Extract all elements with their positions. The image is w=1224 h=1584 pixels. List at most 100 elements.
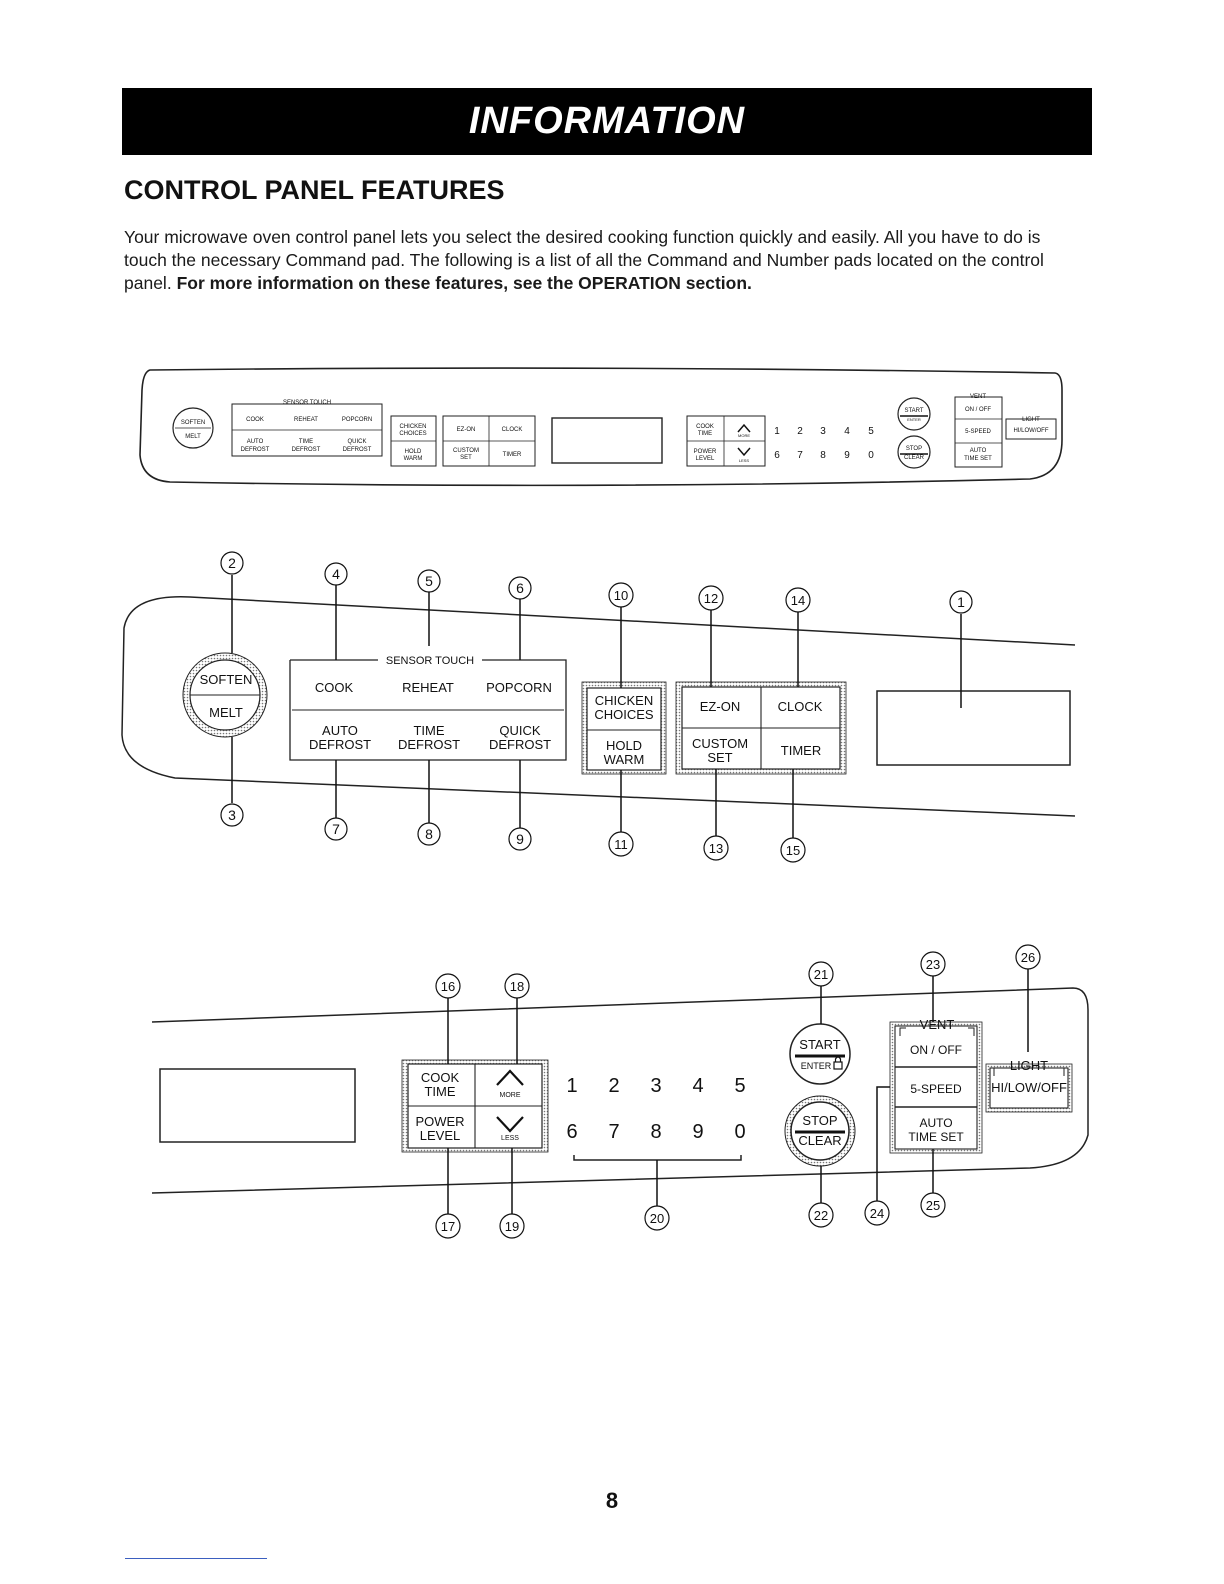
ov-digit-2: 2 bbox=[797, 426, 803, 437]
footer-rule bbox=[125, 1558, 267, 1559]
ov-keypad-digits: 1 2 3 4 5 6 7 8 9 0 bbox=[774, 426, 874, 461]
ez-on-label: EZ-ON bbox=[700, 699, 740, 714]
ov-light: LIGHT bbox=[1022, 417, 1040, 423]
ov-timer: TIMER bbox=[503, 452, 522, 458]
callout-22: 22 bbox=[814, 1208, 828, 1223]
digit-7: 7 bbox=[608, 1121, 619, 1143]
intro-bold-text: For more information on these features, … bbox=[176, 273, 752, 293]
ov-sensor-touch: SENSOR TOUCH bbox=[283, 400, 331, 406]
lock-icon bbox=[833, 1056, 843, 1070]
ov-5-speed: 5-SPEED bbox=[965, 429, 991, 435]
cook-label: COOK bbox=[315, 680, 354, 695]
clear-label: CLEAR bbox=[798, 1133, 841, 1148]
callout-10: 10 bbox=[614, 588, 628, 603]
clock-label: CLOCK bbox=[778, 699, 823, 714]
digit-8: 8 bbox=[650, 1121, 661, 1143]
callout-2: 2 bbox=[228, 555, 236, 571]
ov-reheat: REHEAT bbox=[294, 417, 318, 423]
light-label: LIGHT bbox=[1010, 1058, 1048, 1073]
hi-low-off-label: HI/LOW/OFF bbox=[991, 1080, 1067, 1095]
auto-defrost-label: DEFROST bbox=[309, 737, 371, 752]
ov-digit-9: 9 bbox=[844, 450, 850, 461]
ov-less-arrow-icon bbox=[737, 447, 751, 457]
auto-label: AUTO bbox=[322, 723, 358, 738]
callout-20: 20 bbox=[650, 1211, 664, 1226]
callout-markers bbox=[220, 551, 1041, 1239]
ov-cook-time-2: TIME bbox=[698, 431, 712, 437]
digit-3: 3 bbox=[650, 1075, 661, 1097]
digit-6: 6 bbox=[566, 1121, 577, 1143]
ov-melt: MELT bbox=[185, 434, 201, 440]
popcorn-label: POPCORN bbox=[486, 680, 552, 695]
time-defrost-label: DEFROST bbox=[398, 737, 460, 752]
callout-13: 13 bbox=[709, 841, 723, 856]
ov-enter: ENTER bbox=[907, 417, 921, 422]
warm-label: WARM bbox=[604, 752, 645, 767]
digit-9: 9 bbox=[692, 1121, 703, 1143]
right-detail-panel bbox=[151, 987, 1089, 1194]
ov-time: TIME bbox=[299, 439, 313, 445]
auto-ts-label: AUTO bbox=[919, 1116, 952, 1130]
intro-paragraph: Your microwave oven control panel lets y… bbox=[124, 226, 1084, 295]
reheat-label: REHEAT bbox=[402, 680, 454, 695]
callout-1: 1 bbox=[957, 594, 965, 610]
power-label: POWER bbox=[415, 1114, 464, 1129]
ov-auto: AUTO bbox=[247, 439, 264, 445]
ov-more-arrow-icon bbox=[737, 423, 751, 433]
callout-12: 12 bbox=[704, 591, 718, 606]
ov-digit-6: 6 bbox=[774, 450, 780, 461]
ov-soften: SOFTEN bbox=[181, 420, 205, 426]
ov-cook-time-1: COOK bbox=[696, 424, 714, 430]
ov-set: SET bbox=[460, 455, 472, 461]
callout-19: 19 bbox=[505, 1219, 519, 1234]
more-arrow-icon bbox=[496, 1069, 524, 1086]
callout-15: 15 bbox=[786, 843, 800, 858]
less-arrow-icon bbox=[496, 1116, 524, 1133]
ov-start: START bbox=[904, 408, 923, 414]
digit-0: 0 bbox=[734, 1121, 745, 1143]
ov-clear: CLEAR bbox=[904, 455, 925, 461]
ov-popcorn: POPCORN bbox=[342, 417, 372, 423]
timer-label: TIMER bbox=[781, 743, 821, 758]
callout-leaders bbox=[231, 575, 1029, 1214]
soften-label: SOFTEN bbox=[200, 672, 253, 687]
callout-24: 24 bbox=[870, 1206, 884, 1221]
ov-clock: CLOCK bbox=[502, 427, 523, 433]
callout-3: 3 bbox=[228, 807, 236, 823]
callout-18: 18 bbox=[510, 979, 524, 994]
ov-hi-low-off: HI/LOW/OFF bbox=[1014, 428, 1049, 434]
keypad-digits: 1 2 3 4 5 6 7 8 9 0 bbox=[566, 1075, 745, 1143]
left-detail-panel bbox=[121, 596, 1076, 817]
custom-label: CUSTOM bbox=[692, 736, 748, 751]
overview-panel bbox=[139, 367, 1063, 487]
ov-defrost-2: DEFROST bbox=[292, 447, 321, 453]
time-label: TIME bbox=[413, 723, 444, 738]
right-detail-labels: COOK TIME POWER LEVEL MORE LESS START EN… bbox=[415, 1017, 1067, 1148]
callout-5: 5 bbox=[425, 573, 433, 589]
callout-11: 11 bbox=[614, 837, 628, 852]
ov-choices: CHOICES bbox=[399, 431, 426, 437]
ov-cook: COOK bbox=[246, 417, 264, 423]
ov-digit-1: 1 bbox=[774, 426, 780, 437]
left-detail-labels: SOFTEN MELT SENSOR TOUCH COOK REHEAT POP… bbox=[200, 655, 823, 767]
ov-vent: VENT bbox=[970, 394, 986, 400]
ov-digit-0: 0 bbox=[868, 450, 874, 461]
intro-text: Your microwave oven control panel lets y… bbox=[124, 227, 1044, 293]
banner-title: INFORMATION bbox=[468, 100, 746, 142]
enter-label: ENTER bbox=[801, 1061, 832, 1071]
ov-power-2: LEVEL bbox=[696, 456, 715, 462]
section-banner: INFORMATION bbox=[122, 88, 1092, 155]
quick-label: QUICK bbox=[499, 723, 541, 738]
ov-time-set: TIME SET bbox=[964, 456, 992, 462]
time-set-label: TIME SET bbox=[908, 1130, 964, 1144]
callout-23: 23 bbox=[926, 957, 940, 972]
more-label: MORE bbox=[500, 1092, 521, 1099]
stop-label: STOP bbox=[802, 1113, 837, 1128]
ov-digit-4: 4 bbox=[844, 426, 850, 437]
callout-21: 21 bbox=[814, 967, 828, 982]
vent-bracket bbox=[899, 1027, 975, 1036]
chicken-label: CHICKEN bbox=[595, 693, 654, 708]
ov-custom: CUSTOM bbox=[453, 448, 479, 454]
start-label: START bbox=[799, 1037, 840, 1052]
